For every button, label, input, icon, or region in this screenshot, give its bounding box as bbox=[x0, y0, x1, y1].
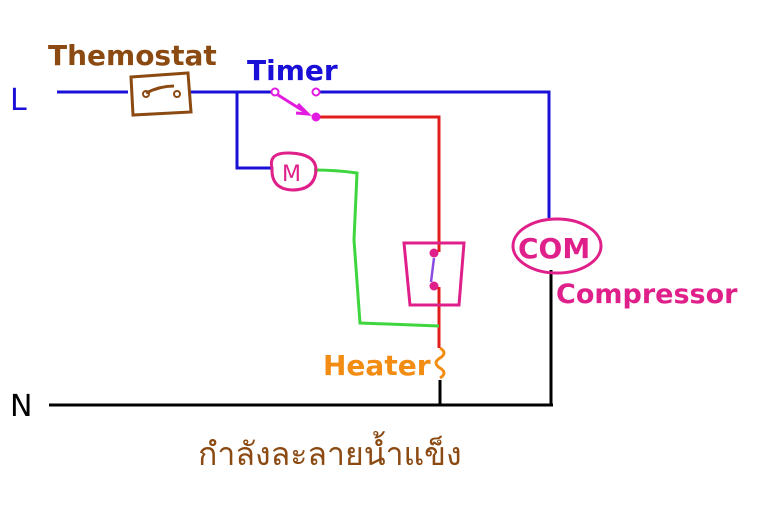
defrost-wires bbox=[316, 115, 441, 348]
line-label: L bbox=[10, 83, 27, 118]
timer-to-defrost-wire bbox=[316, 115, 441, 252]
compressor-symbol-label: COM bbox=[518, 232, 590, 265]
timer-contact-compressor bbox=[311, 87, 321, 97]
thermostat-label: Themostat bbox=[48, 39, 217, 72]
motor-to-heater-wire bbox=[313, 168, 440, 328]
heater-icon bbox=[434, 346, 446, 380]
neutral-label: N bbox=[10, 389, 32, 424]
neutral-wires bbox=[49, 270, 553, 407]
defrost-contact-bottom bbox=[429, 281, 439, 291]
defrost-thermostat bbox=[402, 241, 466, 307]
thermostat-contact-left bbox=[142, 90, 150, 98]
timer-switch bbox=[270, 87, 321, 122]
thermostat-symbol bbox=[129, 71, 193, 117]
timer-motor bbox=[269, 151, 318, 192]
compressor-label: Compressor bbox=[556, 279, 738, 310]
timer-switch-arrowhead bbox=[295, 102, 312, 116]
thermostat-contact-right bbox=[173, 90, 181, 98]
line-wire-to-motor bbox=[235, 92, 272, 170]
timer-label: Timer bbox=[247, 54, 338, 87]
heater-label: Heater bbox=[323, 349, 431, 382]
caption: กำลังละลายน้ำแข็ง bbox=[198, 431, 462, 473]
line-wires bbox=[57, 90, 551, 218]
compressor-symbol bbox=[511, 217, 603, 275]
timer-contact-defrost bbox=[311, 112, 321, 122]
defrost-contact-top bbox=[429, 248, 439, 258]
line-wire-to-compressor bbox=[316, 90, 551, 218]
motor-label: M bbox=[282, 162, 301, 187]
timer-switch-arm bbox=[277, 93, 306, 114]
timer-contact-common bbox=[270, 87, 280, 97]
